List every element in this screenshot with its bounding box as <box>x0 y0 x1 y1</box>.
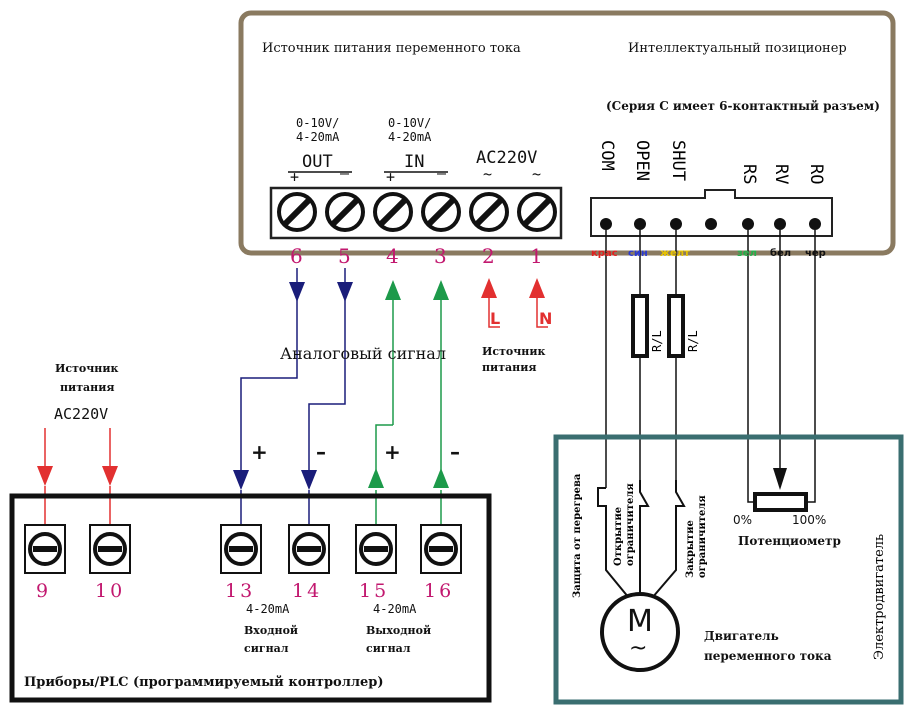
terminal-number-1: 1 <box>530 244 543 268</box>
input-range: 4-20mA <box>246 602 290 616</box>
out-plus-sign: + <box>290 168 300 186</box>
motor-box <box>553 434 904 705</box>
line-N-label: N <box>539 309 553 328</box>
overheat-label: Защита от перегрева <box>572 473 583 598</box>
motor-wires <box>605 230 816 496</box>
motor-tilde: ~ <box>629 636 648 661</box>
analog-signal-label: Аналоговый сигнал <box>280 344 446 363</box>
controller-title: Приборы/PLC (программируемый контроллер) <box>24 675 384 690</box>
red-wire-10 <box>102 428 118 525</box>
wire-color-white: бел <box>770 248 792 259</box>
pin-label-open: OPEN <box>632 140 652 181</box>
power-source-right-line2: питания <box>482 361 537 374</box>
ac-tilde-N: ~ <box>532 165 542 183</box>
controller-terminal-9: 9 <box>36 580 52 602</box>
red-wire-L <box>481 278 500 328</box>
terminal-number-3: 3 <box>434 244 447 268</box>
power-source-right-line1: Источник <box>482 345 546 358</box>
positioner-ac-title: Источник питания переменного тока <box>262 41 521 56</box>
red-wire-9 <box>37 428 53 525</box>
wire-color-red: крас <box>591 248 618 259</box>
pot-min: 0% <box>733 513 753 527</box>
red-wire-N <box>529 278 548 328</box>
power-source-left-line1: Источник <box>55 362 119 375</box>
terminal-number-2: 2 <box>482 244 495 268</box>
power-source-left-voltage: AC220V <box>54 405 109 423</box>
controller-terminal-16: 16 <box>424 580 455 602</box>
in-range-line1: 0-10V/ <box>388 116 432 130</box>
ac-tilde-L: ~ <box>483 165 493 183</box>
output-minus-sign: – <box>450 440 460 464</box>
out-minus-sign: – <box>340 164 350 182</box>
open-limit-label-2: ограничителя <box>625 483 636 566</box>
pin-label-com: COM <box>597 140 617 171</box>
input-plus-sign: + <box>251 440 268 464</box>
in-label: IN <box>404 152 425 172</box>
output-signal-line1: Выходной <box>366 624 432 637</box>
controller-terminals <box>24 524 462 574</box>
close-limit-switch <box>651 480 686 599</box>
open-limit-switch <box>639 480 650 596</box>
pot-label: Потенциометр <box>738 534 841 548</box>
in-range-line2: 4-20mA <box>388 130 432 144</box>
resistor-left-label: R/L <box>650 330 664 352</box>
controller-terminal-10: 10 <box>95 580 126 602</box>
blue-wire-5 <box>308 268 346 470</box>
motor-side-label: Электродвигатель <box>872 533 887 660</box>
positioner-terminal-strip <box>269 186 563 240</box>
controller-box <box>9 493 492 703</box>
green-wire-4 <box>375 300 394 525</box>
output-signal-line2: сигнал <box>366 642 411 655</box>
overheat-switch <box>597 487 630 599</box>
blue-wire-6 <box>240 268 298 470</box>
pin-label-rs: RS <box>739 164 759 185</box>
close-limit-label-2: ограничителя <box>697 495 708 578</box>
input-signal-line1: Входной <box>244 624 299 637</box>
terminal-number-4: 4 <box>386 244 399 268</box>
terminal-number-5: 5 <box>338 244 351 268</box>
close-limit-label-1: Закрытие <box>685 520 696 578</box>
open-limit-label-1: Открытие <box>613 506 624 566</box>
positioner-screws <box>277 192 557 232</box>
power-source-left-line2: питания <box>60 381 115 394</box>
in-plus-sign: + <box>386 168 396 186</box>
wire-color-black: чер <box>805 248 826 259</box>
positioner-title: Интеллектуальный позиционер <box>628 41 847 56</box>
resistor-left <box>631 294 649 358</box>
controller-terminal-14: 14 <box>292 580 323 602</box>
out-range-line2: 4-20mA <box>296 130 340 144</box>
motor-label-line2: переменного тока <box>704 649 832 663</box>
connector-pins <box>600 218 821 230</box>
output-range: 4-20mA <box>373 602 417 616</box>
in-minus-sign: – <box>437 164 447 182</box>
connector-series-note: (Серия С имеет 6-контактный разъем) <box>606 99 880 113</box>
pot-max: 100% <box>792 513 827 527</box>
pin-label-shut: SHUT <box>668 140 688 181</box>
controller-terminal-15: 15 <box>359 580 390 602</box>
pin-label-rv: RV <box>771 164 791 185</box>
motor-symbol <box>600 592 680 672</box>
controller-terminal-13: 13 <box>225 580 256 602</box>
pin-label-ro: RO <box>806 164 826 185</box>
line-L-label: L <box>490 309 501 328</box>
output-plus-sign: + <box>384 440 401 464</box>
resistor-right-label: R/L <box>686 330 700 352</box>
positioner-box <box>238 10 896 256</box>
out-label: OUT <box>302 152 333 172</box>
resistor-right <box>667 294 685 358</box>
terminal-number-6: 6 <box>290 244 303 268</box>
input-signal-line2: сигнал <box>244 642 289 655</box>
wire-color-blue: син <box>628 248 648 259</box>
wire-color-yellow: желт <box>660 248 690 259</box>
motor-m-letter: M <box>627 604 653 639</box>
input-minus-sign: – <box>316 440 326 464</box>
potentiometer-wiper <box>773 468 787 490</box>
ac220v-label: AC220V <box>476 148 538 168</box>
wire-color-green: зел <box>737 248 757 259</box>
connector-block <box>590 189 833 237</box>
potentiometer <box>753 492 808 512</box>
out-range-line1: 0-10V/ <box>296 116 340 130</box>
motor-label-line1: Двигатель <box>704 629 779 643</box>
